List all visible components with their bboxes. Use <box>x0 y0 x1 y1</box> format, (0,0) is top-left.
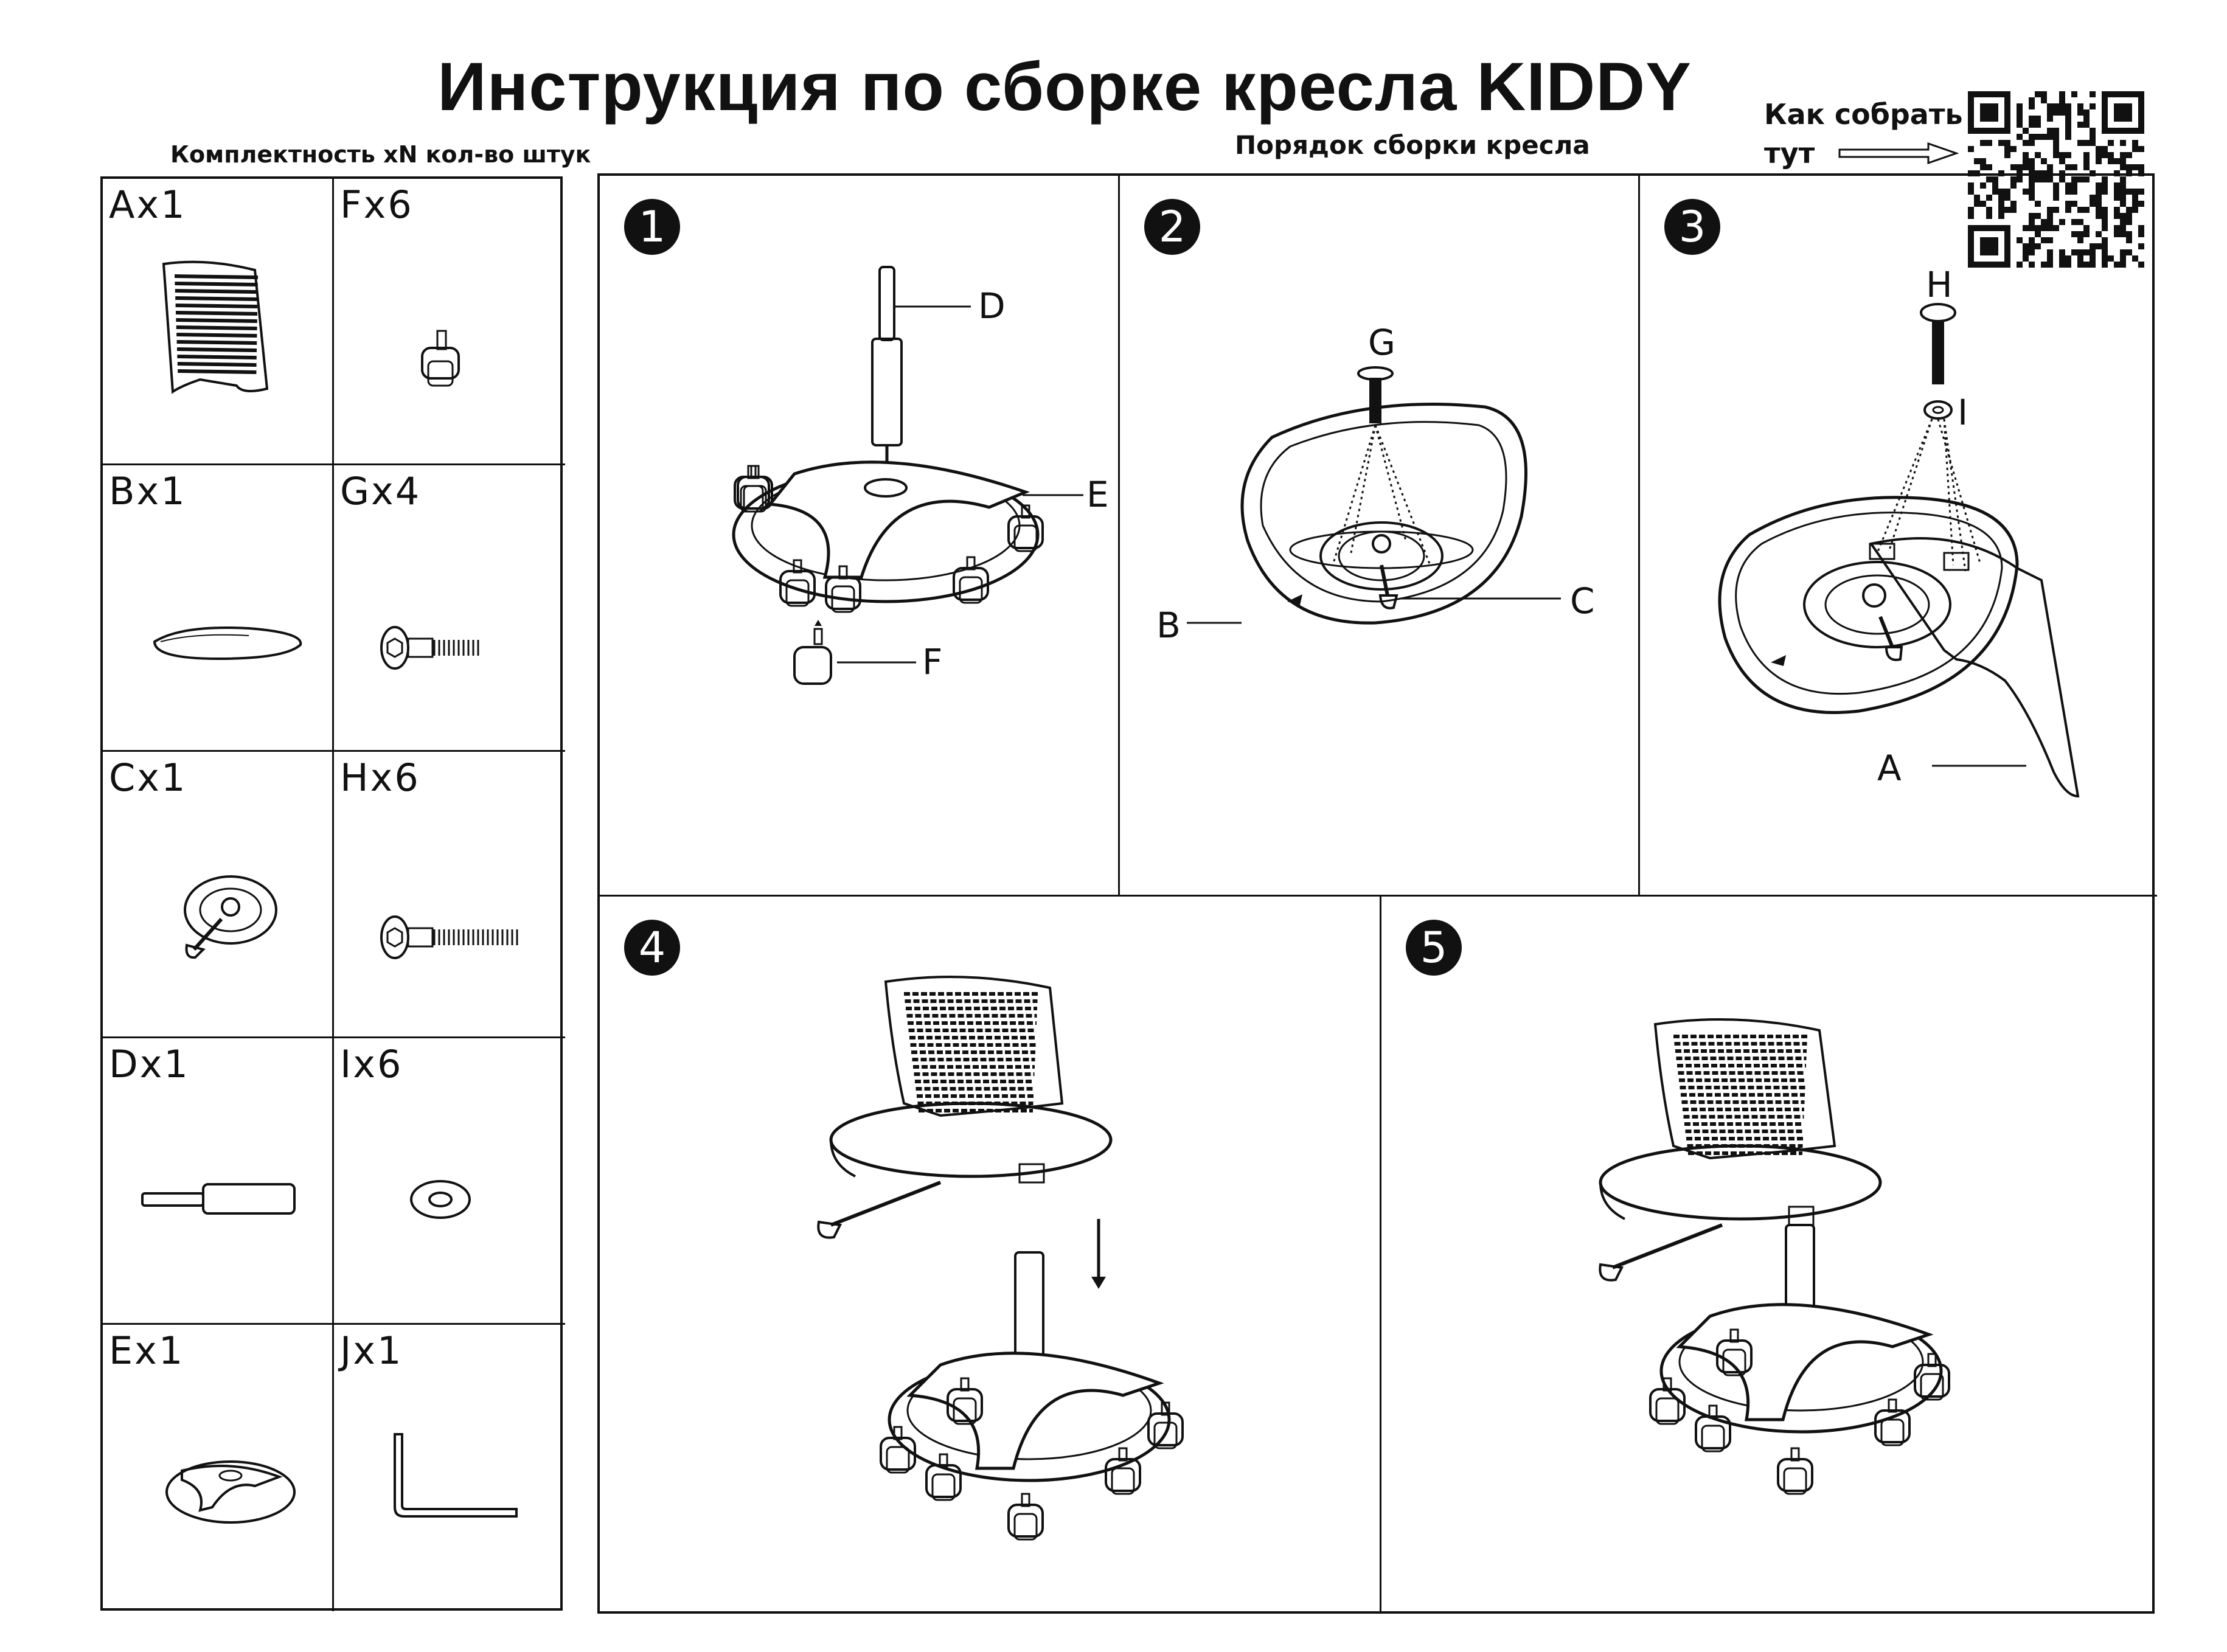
part-label: Ix6 <box>340 1042 403 1086</box>
callout-h: H <box>1926 264 1953 305</box>
qr-label-line1: Как собрать <box>1764 98 1963 131</box>
part-cell-g: Gx4 <box>334 465 565 752</box>
parts-heading: Комплектность xN кол-во штук <box>170 141 591 168</box>
document-title: Инструкция по сборке кресла KIDDY <box>437 49 1692 125</box>
callout-i: I <box>1958 392 1968 433</box>
base-icon <box>165 1460 296 1524</box>
step-3: 3 H I A <box>1640 176 2157 897</box>
part-label: Jx1 <box>340 1328 403 1373</box>
step-5-illustration <box>1599 1018 1950 1495</box>
washer-icon <box>410 1180 471 1219</box>
arrow-right-icon <box>1838 142 1959 165</box>
part-label: Hx6 <box>340 755 420 800</box>
seat-icon <box>153 626 302 661</box>
part-cell-j: Jx1 <box>334 1325 565 1611</box>
assembly-steps: 1 D E F 2 <box>597 173 2157 1614</box>
caster-icon <box>421 330 460 387</box>
long-bolt-icon <box>380 915 518 959</box>
step-number: 2 <box>1144 199 1200 255</box>
qr-code-icon[interactable] <box>1965 79 2153 280</box>
callout-c: C <box>1570 580 1595 622</box>
gas-lift-icon <box>141 1183 296 1215</box>
qr-label-line2: тут <box>1764 137 1815 170</box>
parts-table: Ax1 Fx6 Bx1 Gx4 Cx1 <box>100 176 565 1611</box>
step-number: 5 <box>1406 920 1462 976</box>
part-cell-e: Ex1 <box>103 1325 334 1611</box>
qr-label: Как собрать тут <box>1764 95 1963 173</box>
step-2: 2 G B C <box>1120 176 1640 897</box>
part-cell-i: Ix6 <box>334 1038 565 1325</box>
callout-f: F <box>922 641 943 682</box>
mechanism-icon <box>184 875 277 959</box>
backrest-icon <box>162 260 269 394</box>
step-number: 1 <box>624 199 680 255</box>
hex-key-icon <box>394 1433 518 1518</box>
step-5: 5 <box>1381 897 2157 1611</box>
part-cell-f: Fx6 <box>334 179 565 465</box>
steps-heading: Порядок сборки кресла <box>1235 130 1590 160</box>
callout-e: E <box>1086 474 1109 515</box>
step-number: 3 <box>1664 199 1720 255</box>
callout-a: A <box>1877 748 1902 789</box>
part-cell-c: Cx1 <box>103 752 334 1038</box>
short-bolt-icon <box>380 626 479 670</box>
part-label: Dx1 <box>109 1042 190 1086</box>
step-4: 4 <box>600 897 1381 1611</box>
part-label: Cx1 <box>109 755 187 800</box>
step-number: 4 <box>624 920 680 976</box>
part-label: Fx6 <box>340 182 414 227</box>
part-cell-a: Ax1 <box>103 179 334 465</box>
part-cell-b: Bx1 <box>103 465 334 752</box>
part-label: Gx4 <box>340 469 422 513</box>
callout-d: D <box>978 285 1006 327</box>
step-4-illustration <box>817 976 1184 1541</box>
part-cell-d: Dx1 <box>103 1038 334 1325</box>
callout-b: B <box>1156 605 1181 646</box>
part-label: Bx1 <box>109 469 187 513</box>
part-label: Ax1 <box>109 182 187 227</box>
part-cell-h: Hx6 <box>334 752 565 1038</box>
step-1: 1 D E F <box>600 176 1120 897</box>
step-2-illustration <box>1187 366 1561 625</box>
step-1-illustration <box>732 266 1083 685</box>
step-3-illustration <box>1718 303 2080 798</box>
callout-g: G <box>1368 322 1395 363</box>
part-label: Ex1 <box>109 1328 185 1373</box>
